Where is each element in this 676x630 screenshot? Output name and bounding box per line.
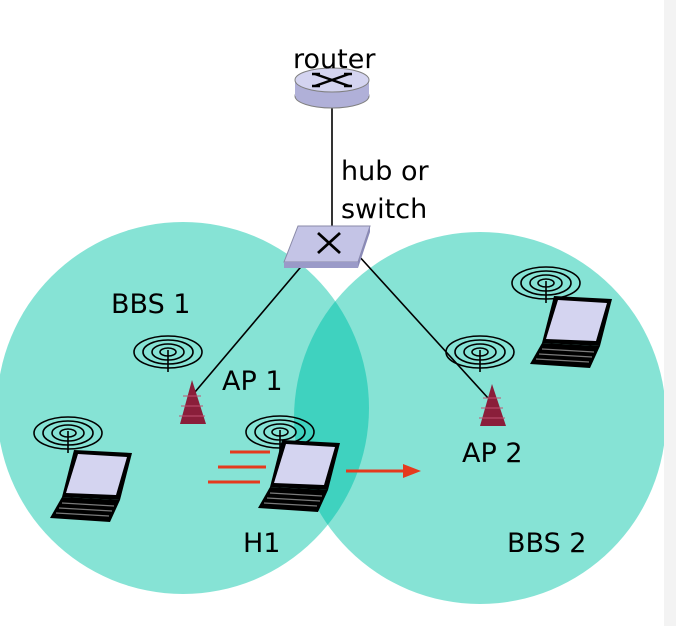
page-edge xyxy=(664,0,676,626)
bbs1-label: BBS 1 xyxy=(111,289,190,320)
arrow-right-icon xyxy=(346,464,421,478)
antenna-icon xyxy=(479,384,506,426)
switch-ap2-link xyxy=(357,254,489,399)
access-point-1[interactable] xyxy=(133,335,206,424)
ap2-label: AP 2 xyxy=(462,438,523,469)
hub-label-line2: switch xyxy=(341,194,427,225)
ap1-label: AP 1 xyxy=(222,366,283,397)
antenna-icon xyxy=(179,380,206,424)
hub-label-line1: hub or xyxy=(341,156,429,187)
h1-label: H1 xyxy=(243,528,280,559)
bbs2-label: BBS 2 xyxy=(507,528,586,559)
access-point-2[interactable] xyxy=(445,335,515,426)
switch-ap1-link xyxy=(194,261,306,393)
motion-lines xyxy=(208,450,270,484)
switch-icon[interactable] xyxy=(283,225,371,268)
router-icon[interactable] xyxy=(294,67,370,109)
router-label: router xyxy=(293,44,376,75)
